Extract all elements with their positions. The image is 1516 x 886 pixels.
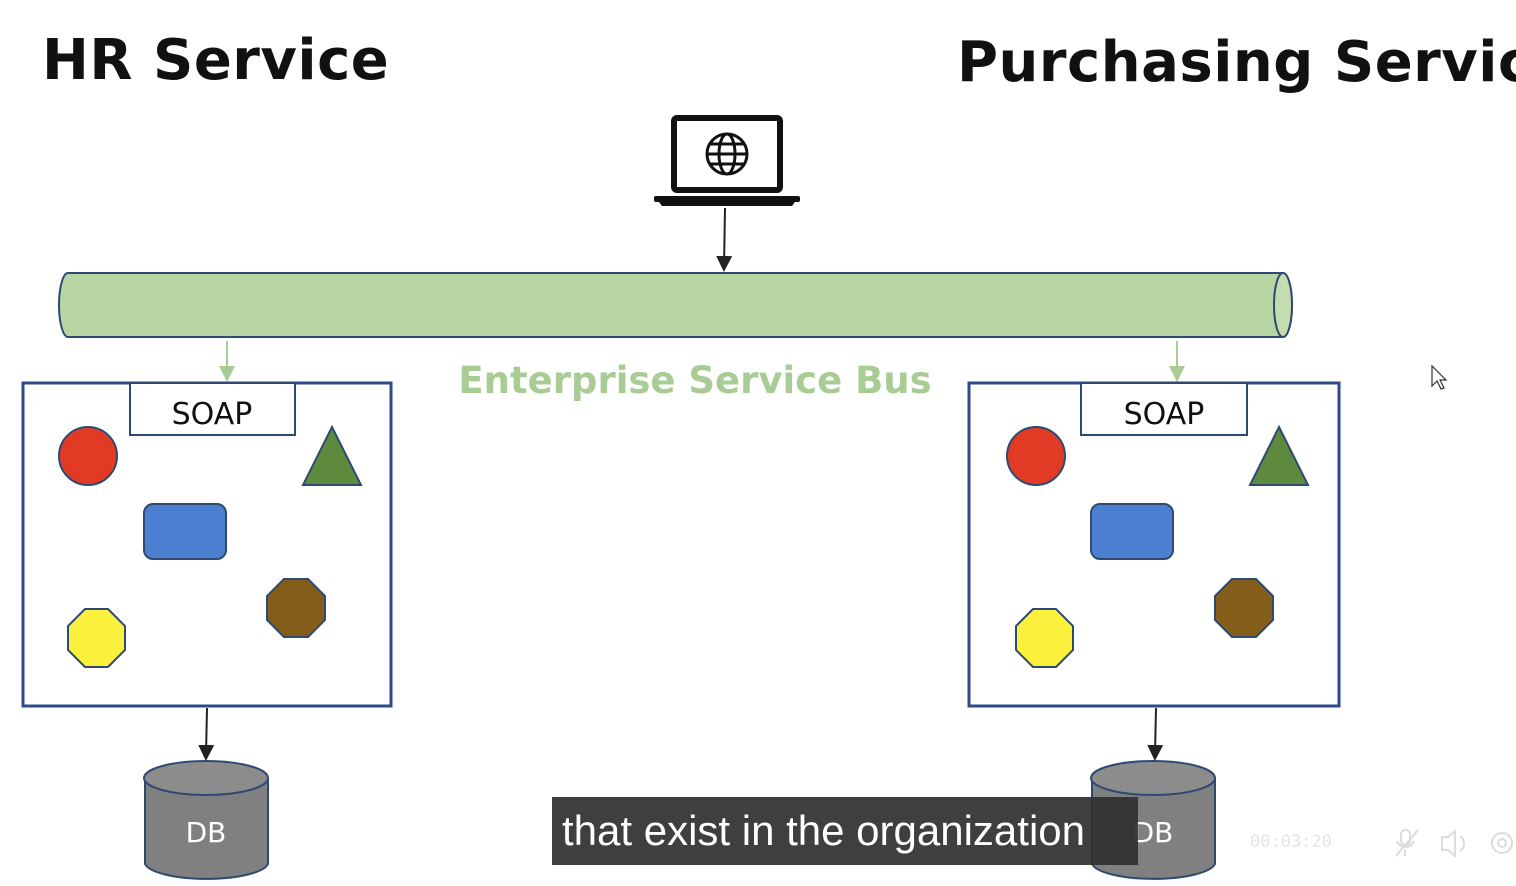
mouse-cursor-icon bbox=[1431, 364, 1448, 390]
red-circle-shape bbox=[58, 426, 118, 486]
brown-octagon-shape bbox=[1214, 578, 1274, 638]
brown-octagon-shape bbox=[266, 578, 326, 638]
bus-label: Enterprise Service Bus bbox=[458, 359, 931, 402]
purchasing-to-db-arrow bbox=[1147, 707, 1164, 761]
green-triangle-shape bbox=[1248, 424, 1310, 486]
blue-rectangle-shape bbox=[1090, 503, 1174, 560]
yellow-octagon-shape bbox=[1015, 608, 1074, 668]
red-circle-shape bbox=[1006, 426, 1066, 486]
hr-database-icon: DB bbox=[143, 760, 269, 880]
settings-icon[interactable] bbox=[1491, 832, 1513, 854]
hr-soap-label: SOAP bbox=[172, 397, 253, 432]
hr-to-db-arrow bbox=[198, 707, 215, 761]
video-subtitle: that exist in the organization bbox=[552, 797, 1138, 865]
blue-rectangle-shape bbox=[143, 503, 227, 560]
laptop-globe-icon bbox=[654, 115, 800, 206]
purchasing-soap-interface bbox=[1080, 382, 1248, 436]
purchasing-soap-label: SOAP bbox=[1124, 397, 1205, 432]
purchasing-service-box: SOAP bbox=[967, 381, 1341, 708]
hr-service-box: SOAP bbox=[21, 381, 393, 708]
speaker-icon[interactable] bbox=[1441, 828, 1466, 859]
yellow-octagon-shape bbox=[67, 608, 126, 668]
purchasing-db-label: DB bbox=[1133, 816, 1174, 849]
enterprise-service-bus-pipe bbox=[58, 272, 1293, 338]
microphone-icon[interactable] bbox=[1395, 829, 1419, 857]
hr-db-label: DB bbox=[186, 816, 227, 849]
client-to-bus-arrow bbox=[716, 207, 733, 272]
purchasing-service-title: Purchasing Service bbox=[957, 30, 1516, 95]
hr-soap-interface bbox=[129, 382, 296, 436]
green-triangle-shape bbox=[301, 424, 363, 486]
hr-service-title: HR Service bbox=[42, 28, 390, 93]
video-timecode: 00:03:20 bbox=[1250, 832, 1332, 852]
